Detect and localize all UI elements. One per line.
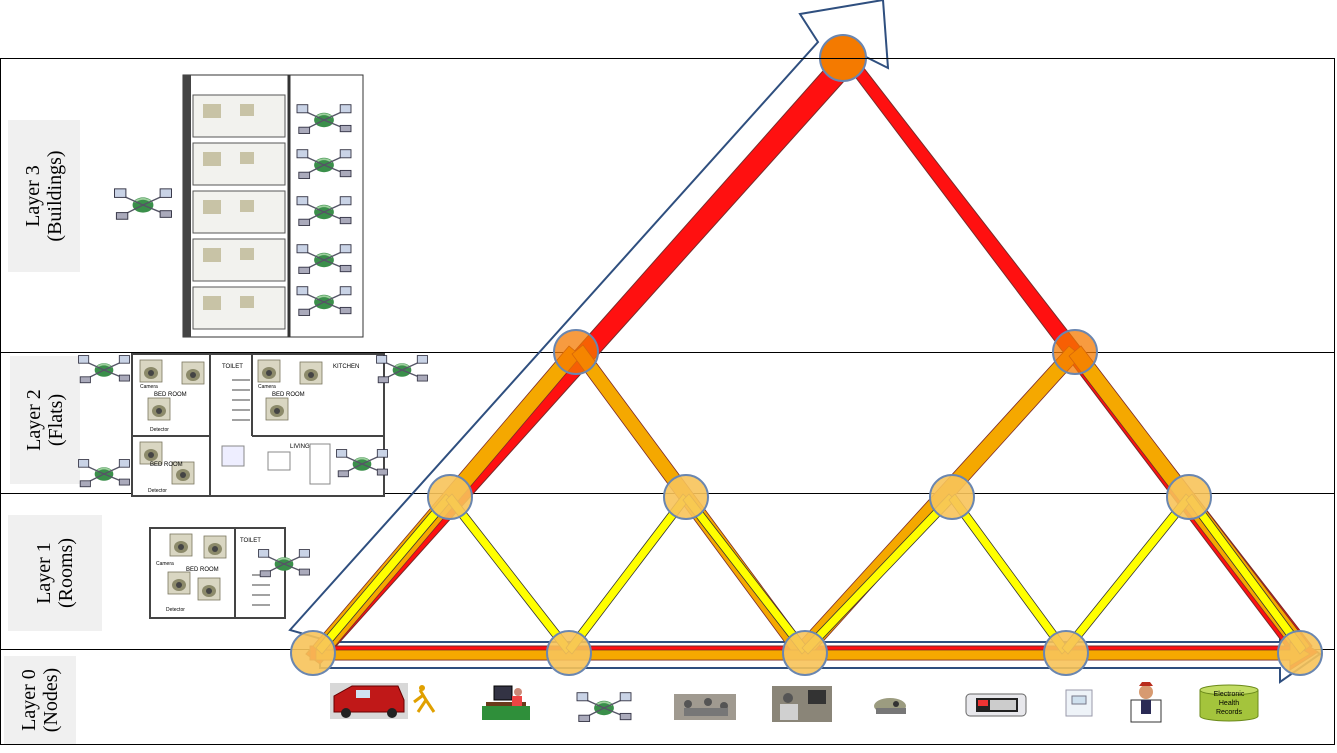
flat-camera-label: Camera bbox=[140, 384, 158, 390]
layer2-node-right bbox=[1052, 329, 1098, 375]
layer1-edge-2 bbox=[445, 493, 573, 655]
flat-bedroom-label-1: BED ROOM bbox=[154, 392, 187, 398]
flat-floorplan: TOILET KITCHEN Camera BED ROOM Detector … bbox=[77, 353, 429, 497]
room-toilet-label: TOILET bbox=[240, 538, 261, 544]
layer0-node-5 bbox=[1277, 630, 1323, 676]
building-network-icon bbox=[113, 187, 173, 221]
layer1-edge-3 bbox=[565, 493, 690, 655]
layer1-node-1 bbox=[427, 474, 473, 520]
caregiver-computer-icon bbox=[482, 685, 530, 720]
network-hub-icon bbox=[576, 691, 632, 723]
layer1-edge-5 bbox=[801, 493, 956, 655]
doctor-icon bbox=[1130, 682, 1162, 723]
layer1-node-2 bbox=[663, 474, 709, 520]
layer0-label: Layer 0(Nodes) bbox=[4, 656, 76, 744]
digital-display-icon bbox=[965, 693, 1027, 717]
ehr-label-line1: Electronic bbox=[1214, 691, 1245, 698]
layer0-node-3 bbox=[782, 630, 828, 676]
layer3-label: Layer 3(Buildings) bbox=[8, 120, 80, 272]
flat-camera-label-2: Camera bbox=[258, 384, 276, 390]
layer0-node-4 bbox=[1043, 630, 1089, 676]
patients-photo-icon bbox=[674, 694, 736, 720]
layer1-edge-1 bbox=[315, 493, 453, 655]
top-node bbox=[819, 34, 867, 82]
database-icon: Electronic Health Records bbox=[1199, 684, 1259, 722]
device-row: Electronic Health Records bbox=[330, 682, 1259, 723]
flat-bedroom-label-2: BED ROOM bbox=[272, 392, 305, 398]
ehr-label-line3: Records bbox=[1216, 709, 1243, 716]
flat-bedroom-label-3: BED ROOM bbox=[150, 462, 183, 468]
flat-toilet-label: TOILET bbox=[222, 364, 243, 370]
building-floorplan bbox=[113, 74, 364, 338]
room-detector-label: Detector bbox=[166, 607, 185, 613]
layer0-node-1 bbox=[290, 630, 336, 676]
layer1-node-4 bbox=[1166, 474, 1212, 520]
flat-living-label: LIVING bbox=[290, 444, 310, 450]
thermostat-icon bbox=[1065, 689, 1093, 717]
room-camera-label: Camera bbox=[156, 561, 174, 567]
layer1-edge-7 bbox=[1061, 493, 1193, 655]
layer3-edges bbox=[305, 53, 1319, 671]
layer1-edge-4 bbox=[682, 493, 809, 655]
monitoring-room-icon bbox=[772, 686, 832, 722]
ambulance-icon bbox=[330, 683, 436, 719]
upward-hollow-arrow bbox=[288, 0, 890, 644]
flat-detector-label-2: Detector bbox=[148, 488, 167, 494]
layer1-node-3 bbox=[929, 474, 975, 520]
flat-network-icon-2 bbox=[77, 458, 131, 488]
camera-icon bbox=[874, 698, 906, 714]
layer1-edge-6 bbox=[948, 493, 1069, 655]
flat-kitchen-label: KITCHEN bbox=[333, 364, 359, 370]
nodes bbox=[290, 34, 1323, 676]
room-floorplan: Camera BED ROOM Detector TOILET bbox=[149, 527, 311, 619]
layer1-edges bbox=[315, 493, 1307, 655]
flat-network-icon-1 bbox=[77, 354, 131, 384]
layer1-label: Layer 1(Rooms) bbox=[8, 515, 102, 631]
layer0-node-2 bbox=[546, 630, 592, 676]
flat-detector-label: Detector bbox=[150, 427, 169, 433]
layer2-label: Layer 2(Flats) bbox=[10, 356, 80, 484]
layer1-edge-8 bbox=[1185, 493, 1307, 655]
ehr-label-line2: Health bbox=[1219, 700, 1239, 707]
layer2-node-left bbox=[553, 329, 599, 375]
layer2-band-top bbox=[0, 352, 1335, 353]
room-bedroom-label: BED ROOM bbox=[186, 567, 219, 573]
